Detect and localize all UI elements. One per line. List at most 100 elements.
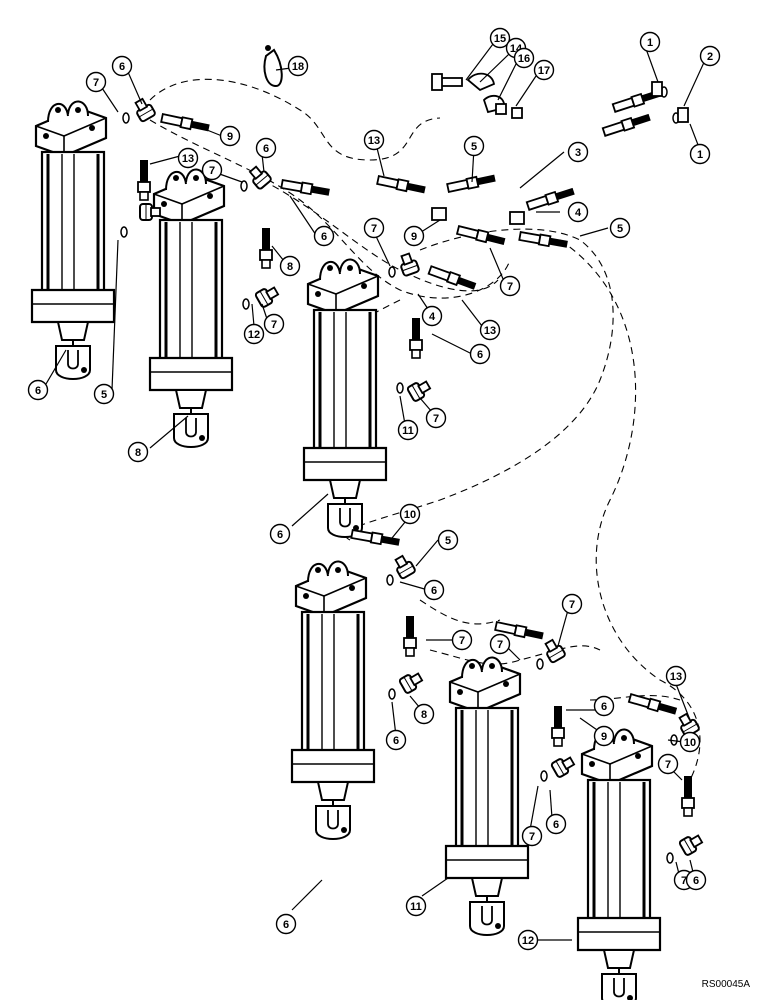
callout-3: 3 <box>567 141 589 163</box>
callout-7: 7 <box>425 407 447 429</box>
callout-label: 10 <box>404 509 416 521</box>
callout-label: 6 <box>35 385 41 397</box>
callout-label: 13 <box>670 671 682 683</box>
callout-label: 7 <box>93 77 99 89</box>
callout-5: 5 <box>463 135 485 157</box>
callout-label: 7 <box>529 831 535 843</box>
fittings <box>120 45 706 864</box>
callout-label: 5 <box>471 141 477 153</box>
callout-4: 4 <box>567 201 589 223</box>
callout-circle <box>699 45 721 67</box>
callout-8: 8 <box>413 703 435 725</box>
callout-label: 1 <box>647 37 653 49</box>
callout-circle <box>287 55 309 77</box>
callout-label: 17 <box>538 65 550 77</box>
callout-circle <box>421 305 443 327</box>
callout-circle <box>593 725 615 747</box>
callout-circle <box>405 895 427 917</box>
callout-10: 10 <box>679 731 701 753</box>
callout-circle <box>567 141 589 163</box>
callout-circle <box>489 633 511 655</box>
callout-circle <box>499 275 521 297</box>
callout-7: 7 <box>201 159 223 181</box>
callout-label: 9 <box>411 231 417 243</box>
callout-5: 5 <box>437 529 459 551</box>
callout-label: 8 <box>287 261 293 273</box>
callout-label: 6 <box>431 585 437 597</box>
callout-6: 6 <box>255 137 277 159</box>
callout-label: 7 <box>497 639 503 651</box>
callout-circle <box>469 343 491 365</box>
callout-circle <box>363 217 385 239</box>
callout-circle <box>111 55 133 77</box>
callout-circle <box>437 529 459 551</box>
callout-4: 4 <box>421 305 443 327</box>
callout-8: 8 <box>127 441 149 463</box>
callout-6: 6 <box>593 695 615 717</box>
callout-label: 6 <box>263 143 269 155</box>
callout-label: 12 <box>522 935 534 947</box>
callout-6: 6 <box>269 523 291 545</box>
callout-circle <box>403 225 425 247</box>
callout-15: 15 <box>489 27 511 49</box>
callout-circle <box>425 407 447 429</box>
callout-12: 12 <box>517 929 539 951</box>
callout-6: 6 <box>423 579 445 601</box>
callout-label: 7 <box>271 319 277 331</box>
callout-label: 6 <box>693 875 699 887</box>
callout-7: 7 <box>521 825 543 847</box>
callout-label: 3 <box>575 147 581 159</box>
callout-circle <box>685 869 707 891</box>
callout-16: 16 <box>513 47 535 69</box>
callout-label: 7 <box>433 413 439 425</box>
callout-circle <box>561 593 583 615</box>
callout-7: 7 <box>489 633 511 655</box>
callout-label: 6 <box>283 919 289 931</box>
callout-label: 4 <box>575 207 582 219</box>
callout-circle <box>275 913 297 935</box>
callout-label: 7 <box>459 635 465 647</box>
callout-circle <box>463 135 485 157</box>
callout-label: 13 <box>368 135 380 147</box>
callout-7: 7 <box>451 629 473 651</box>
cylinder-10-upper <box>302 257 388 539</box>
cylinder-11-upper <box>148 167 234 449</box>
callout-label: 7 <box>507 281 513 293</box>
callout-circle <box>545 813 567 835</box>
callout-circle <box>397 419 419 441</box>
callout-label: 7 <box>665 759 671 771</box>
callout-label: 8 <box>135 447 141 459</box>
callout-label: 5 <box>101 389 107 401</box>
callout-label: 6 <box>119 61 125 73</box>
callout-9: 9 <box>593 725 615 747</box>
callout-label: 4 <box>429 311 436 323</box>
cylinder-12-lower <box>576 727 662 1000</box>
callout-label: 7 <box>371 223 377 235</box>
callout-circle <box>567 201 589 223</box>
callout-circle <box>127 441 149 463</box>
callout-7: 7 <box>657 753 679 775</box>
callout-2: 2 <box>699 45 721 67</box>
cylinder-12-upper <box>30 99 116 381</box>
callout-7: 7 <box>561 593 583 615</box>
callout-circle <box>279 255 301 277</box>
callout-13: 13 <box>665 665 687 687</box>
callout-10: 10 <box>399 503 421 525</box>
callout-label: 2 <box>707 51 713 63</box>
callout-circle <box>255 137 277 159</box>
callout-6: 6 <box>313 225 335 247</box>
callout-label: 7 <box>681 875 687 887</box>
callout-circle <box>593 695 615 717</box>
callout-circle <box>385 729 407 751</box>
callout-circle <box>363 129 385 151</box>
callout-circle <box>665 665 687 687</box>
callout-label: 8 <box>421 709 427 721</box>
callout-circle <box>201 159 223 181</box>
callout-label: 13 <box>182 153 194 165</box>
callout-1: 1 <box>689 143 711 165</box>
callout-circle <box>177 147 199 169</box>
callout-circle <box>219 125 241 147</box>
callout-6: 6 <box>685 869 707 891</box>
callout-circle <box>657 753 679 775</box>
callout-8: 8 <box>279 255 301 277</box>
